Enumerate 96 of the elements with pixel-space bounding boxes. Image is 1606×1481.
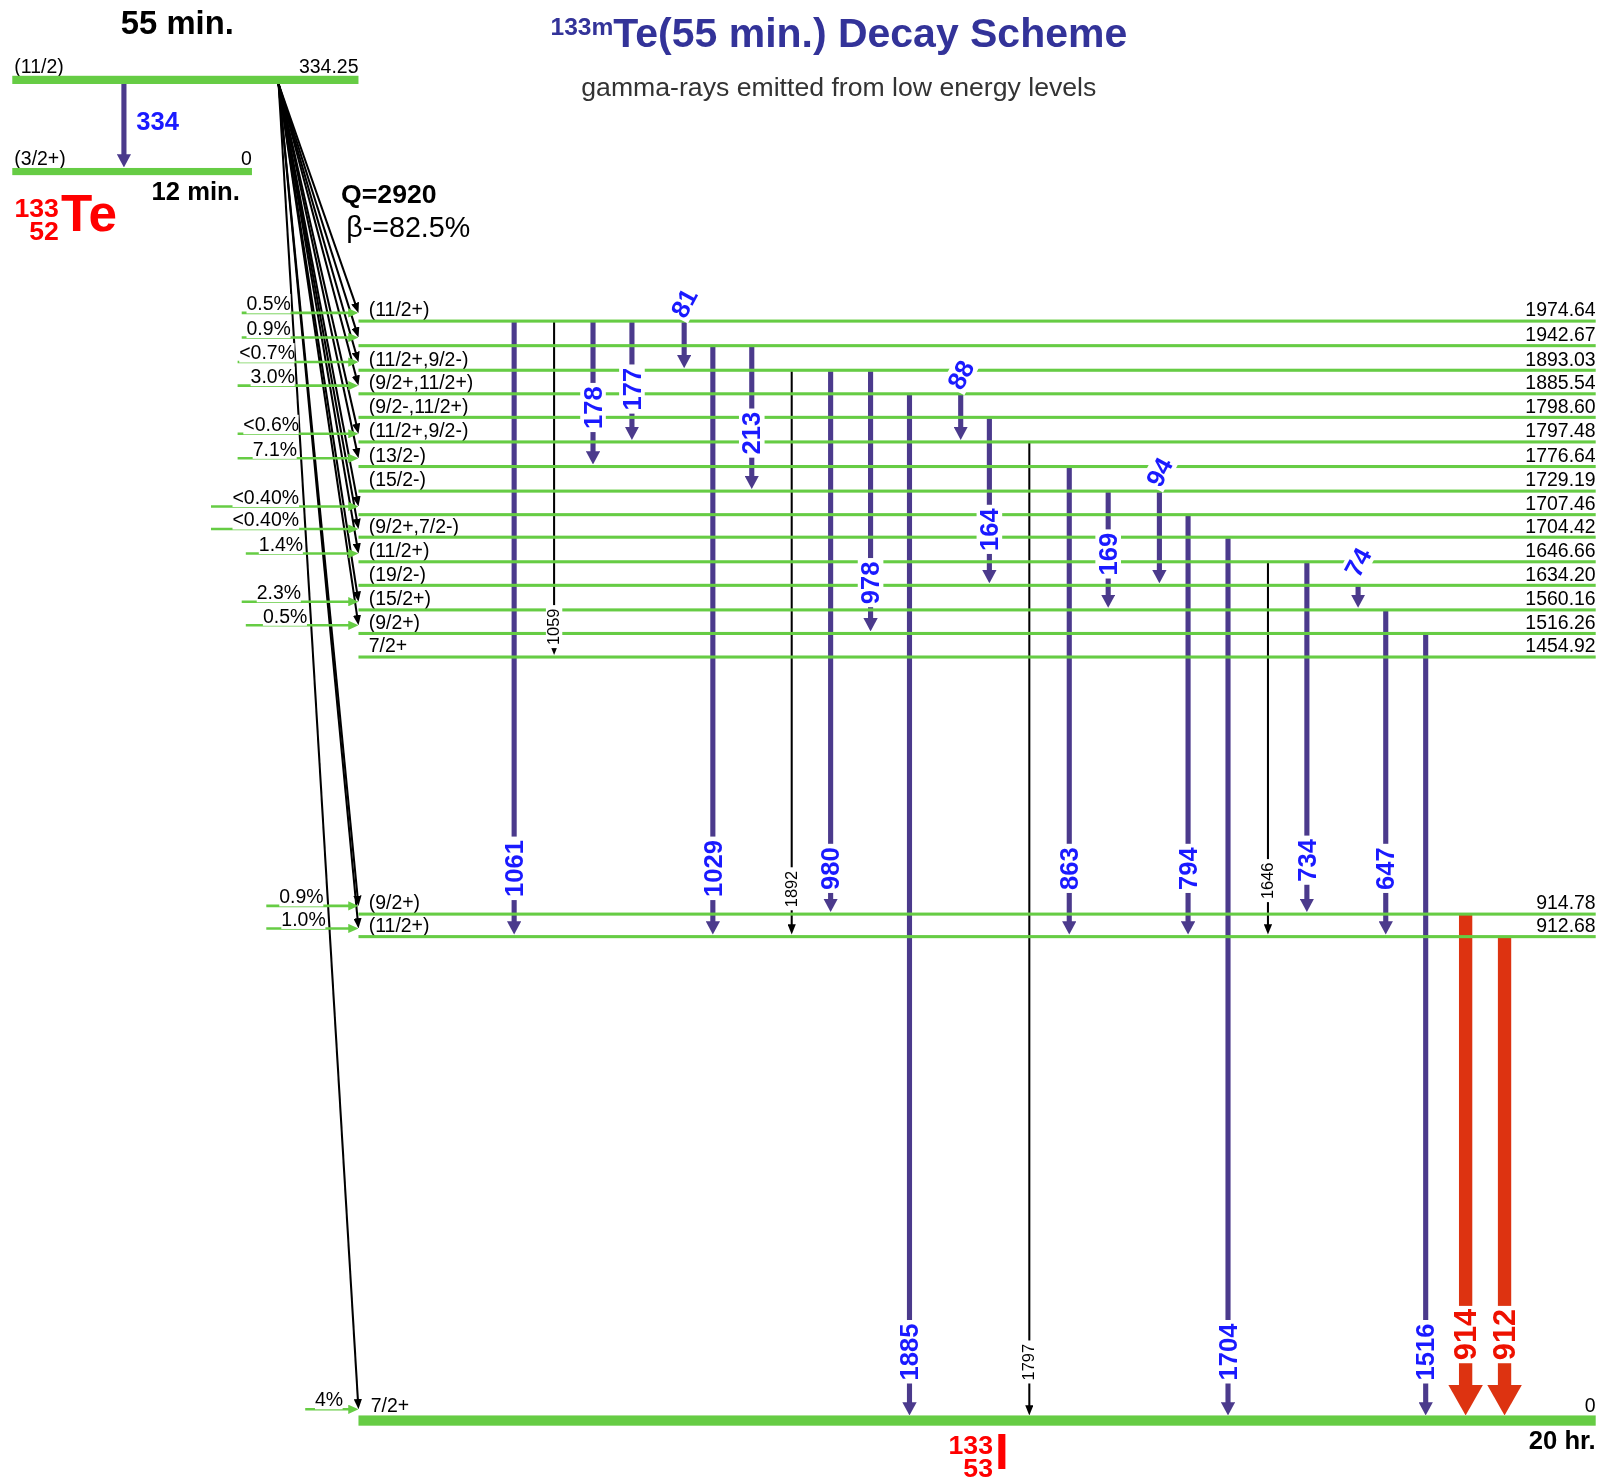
spin-parity-label: (11/2): [14, 56, 64, 76]
gamma-transition-arrow: [902, 394, 917, 1416]
energy-level: [12, 148, 252, 175]
feeding-percent-label: 2.3%: [256, 582, 302, 602]
spin-parity-label: (15/2+): [368, 588, 431, 608]
energy-label: 1560.16: [1525, 588, 1596, 608]
gamma-transition-arrow: [1489, 937, 1520, 1416]
gamma-transition-arrow: [1351, 586, 1365, 608]
energy-level: [12, 56, 359, 84]
energy-label: 1729.19: [1525, 469, 1596, 490]
half-life-label: 55 min.: [120, 6, 234, 39]
q-value-label: Q=2920: [341, 180, 437, 207]
feeding-arrow: [237, 453, 358, 463]
gamma-energy-label: 178: [580, 383, 606, 433]
gamma-energy-label: 169: [1095, 529, 1121, 579]
spin-parity-label: (13/2-): [368, 445, 427, 465]
gamma-energy-label: 978: [857, 558, 884, 608]
energy-label: 1942.67: [1525, 324, 1596, 344]
half-life-label: 20 hr.: [1528, 1427, 1596, 1454]
feeding-percent-label: 1.4%: [258, 534, 304, 554]
branching-ratio-label: β-=82.5%: [346, 213, 471, 242]
gamma-transition-arrow: [507, 322, 521, 935]
feeding-percent-label: <0.40%: [232, 509, 300, 529]
half-life-label: 12 min.: [151, 178, 240, 204]
gamma-energy-label: 1059: [545, 605, 563, 649]
feeding-percent-label: 0.9%: [246, 318, 291, 338]
energy-label: 334.25: [298, 56, 359, 76]
gamma-energy-label: 334: [136, 108, 179, 134]
energy-label: 1776.64: [1525, 445, 1596, 465]
feeding-arrow: [241, 332, 358, 343]
energy-label: 1704.42: [1525, 515, 1596, 536]
energy-label: 912.68: [1536, 915, 1596, 935]
feeding-arrow: [305, 1404, 358, 1414]
spin-parity-label: (11/2+): [368, 915, 430, 935]
energy-label: 0: [241, 148, 252, 168]
spin-parity-label: 7/2+: [370, 1396, 410, 1416]
feeding-percent-label: <0.6%: [243, 414, 300, 434]
gamma-transition-arrow: [677, 322, 691, 369]
spin-parity-label: (11/2+): [368, 299, 430, 320]
spin-parity-label: (15/2-): [368, 469, 427, 490]
gamma-transition-arrow: [1419, 634, 1433, 1416]
energy-label: 914.78: [1536, 892, 1596, 913]
feeding-arrow: [245, 620, 358, 630]
spin-parity-label: (9/2-,11/2+): [368, 395, 469, 416]
gamma-transition-arrow: [1450, 915, 1481, 1416]
gamma-transition-arrow: [1025, 442, 1034, 1414]
gamma-transition-arrow: [117, 84, 131, 168]
energy-label: 1798.60: [1525, 395, 1596, 416]
feeding-arrow: [266, 923, 358, 934]
spin-parity-label: (11/2+): [368, 540, 430, 560]
feeding-percent-label: <0.40%: [232, 487, 300, 507]
gamma-transition-arrow: [1263, 562, 1273, 934]
gamma-transition-arrow: [1062, 467, 1076, 935]
gamma-transition-arrow: [1152, 492, 1167, 584]
spin-parity-label: (11/2+,9/2-): [368, 420, 469, 440]
gamma-energy-label: 213: [738, 408, 765, 458]
energy-level: [358, 915, 1596, 938]
energy-label: 0: [1584, 1396, 1596, 1416]
spin-parity-label: 7/2+: [368, 635, 408, 655]
gamma-transition-arrow: [954, 394, 968, 440]
gamma-transition-arrow: [787, 371, 796, 934]
spin-parity-label: (19/2-): [368, 563, 427, 584]
energy-label: 1634.20: [1525, 563, 1596, 584]
spin-parity-label: (9/2+): [368, 611, 421, 632]
feeding-percent-label: 1.0%: [281, 909, 326, 929]
energy-label: 1797.48: [1525, 420, 1596, 440]
energy-label: 1893.03: [1525, 348, 1596, 369]
feeding-percent-label: 4%: [314, 1389, 344, 1410]
subtitle: gamma-rays emitted from low energy levels: [581, 73, 1097, 101]
energy-label: 1974.64: [1525, 299, 1596, 320]
feeding-percent-label: <0.7%: [239, 342, 295, 363]
gamma-energy-label: 177: [619, 364, 645, 414]
feeding-percent-label: 0.5%: [246, 293, 291, 313]
feeding-percent-label: 3.0%: [250, 366, 295, 386]
spin-parity-label: (9/2+): [368, 892, 421, 913]
energy-level: [358, 1396, 1596, 1426]
feeding-arrow: [211, 501, 358, 512]
feeding-percent-label: 0.9%: [279, 886, 324, 906]
gamma-energy-label: 1892: [783, 867, 800, 911]
gamma-transition-arrow: [823, 371, 838, 913]
energy-label: 1707.46: [1525, 493, 1596, 513]
gamma-transition-arrow: [1221, 538, 1235, 1416]
spin-parity-label: (11/2+,9/2-): [368, 348, 469, 369]
spin-parity-label: (9/2+,11/2+): [368, 372, 474, 392]
energy-label: 1885.54: [1525, 372, 1596, 392]
energy-level: [358, 324, 1596, 347]
gamma-transition-arrow: [706, 346, 720, 935]
title: $^{133m}$Te(55 min.) Decay Scheme: [550, 12, 1128, 54]
gamma-energy-label: 164: [976, 505, 1003, 554]
spin-parity-label: (3/2+): [14, 148, 66, 168]
energy-label: 1454.92: [1525, 635, 1596, 655]
spin-parity-label: (9/2+,7/2-): [368, 515, 460, 536]
energy-label: 1516.26: [1525, 611, 1596, 632]
energy-label: 1646.66: [1525, 540, 1596, 560]
gamma-transition-arrow: [1181, 515, 1195, 935]
beta-decay-arrow: [277, 83, 362, 1408]
